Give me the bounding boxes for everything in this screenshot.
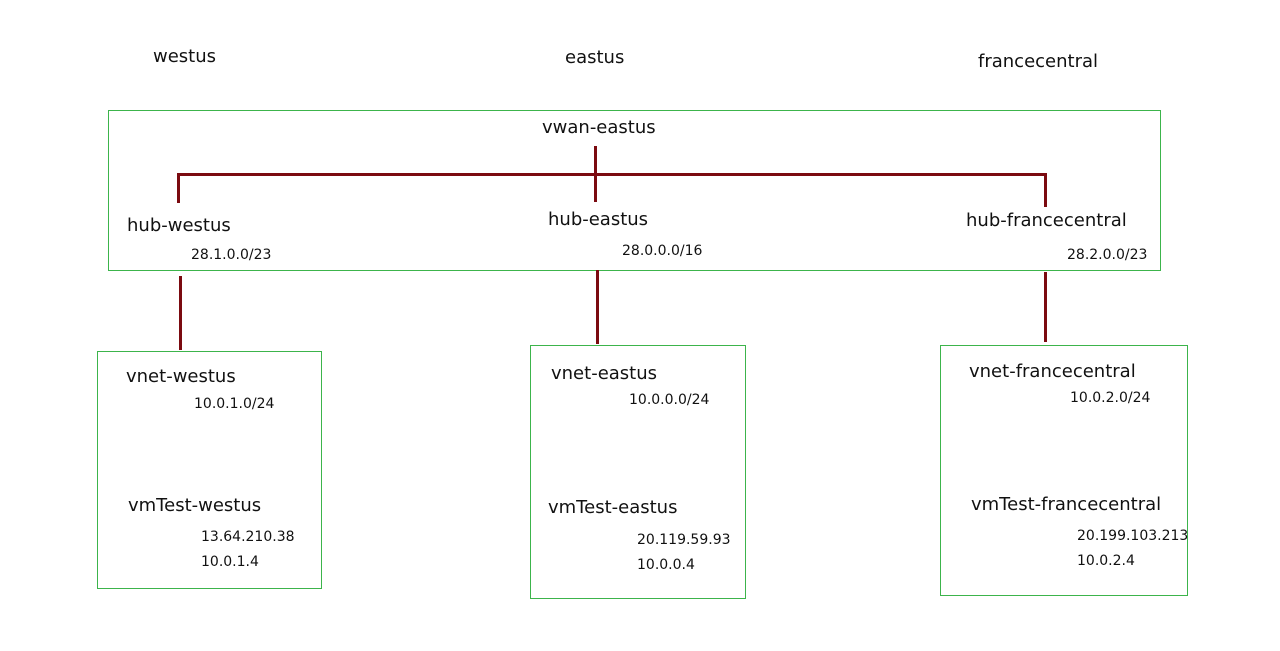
- vm-westus-label: vmTest-westus: [128, 495, 262, 516]
- hub-francecentral-label: hub-francecentral: [966, 210, 1127, 231]
- hub-westus-to-vnet-connector: [179, 276, 182, 350]
- vm-francecentral-private-ip: 10.0.2.4: [1077, 553, 1135, 569]
- vm-westus-public-ip: 13.64.210.38: [201, 529, 295, 545]
- vnet-eastus-label: vnet-eastus: [551, 363, 658, 384]
- hub-eastus-cidr: 28.0.0.0/16: [622, 243, 703, 259]
- vnet-eastus-box: [530, 345, 746, 599]
- vm-eastus-private-ip: 10.0.0.4: [637, 557, 695, 573]
- vm-westus-private-ip: 10.0.1.4: [201, 554, 259, 570]
- vnet-westus-cidr: 10.0.1.0/24: [194, 396, 275, 412]
- vm-eastus-label: vmTest-eastus: [548, 497, 678, 518]
- hub-francecentral-to-vnet-connector: [1044, 272, 1047, 342]
- hub-bus-connector: [177, 173, 1047, 176]
- vnet-eastus-cidr: 10.0.0.0/24: [629, 392, 710, 408]
- vm-eastus-public-ip: 20.119.59.93: [637, 532, 731, 548]
- region-label-westus: westus: [153, 46, 217, 67]
- vwan-box: [108, 110, 1161, 271]
- region-label-eastus: eastus: [565, 47, 625, 68]
- vnet-francecentral-cidr: 10.0.2.0/24: [1070, 390, 1151, 406]
- hub-eastus-to-vnet-connector: [596, 270, 599, 344]
- hub-westus-label: hub-westus: [127, 215, 231, 236]
- vnet-francecentral-label: vnet-francecentral: [969, 361, 1136, 382]
- vm-francecentral-public-ip: 20.199.103.213: [1077, 528, 1189, 544]
- vnet-westus-box: [97, 351, 322, 589]
- vnet-francecentral-box: [940, 345, 1188, 596]
- hub-eastus-label: hub-eastus: [548, 209, 649, 230]
- vm-francecentral-label: vmTest-francecentral: [971, 494, 1162, 515]
- hub-westus-cidr: 28.1.0.0/23: [191, 247, 272, 263]
- bus-to-hub-westus-connector: [177, 173, 180, 203]
- hub-francecentral-cidr: 28.2.0.0/23: [1067, 247, 1148, 263]
- vwan-label: vwan-eastus: [542, 117, 656, 138]
- region-label-francecentral: francecentral: [978, 51, 1099, 72]
- vnet-westus-label: vnet-westus: [126, 366, 236, 387]
- bus-to-hub-francecentral-connector: [1044, 173, 1047, 207]
